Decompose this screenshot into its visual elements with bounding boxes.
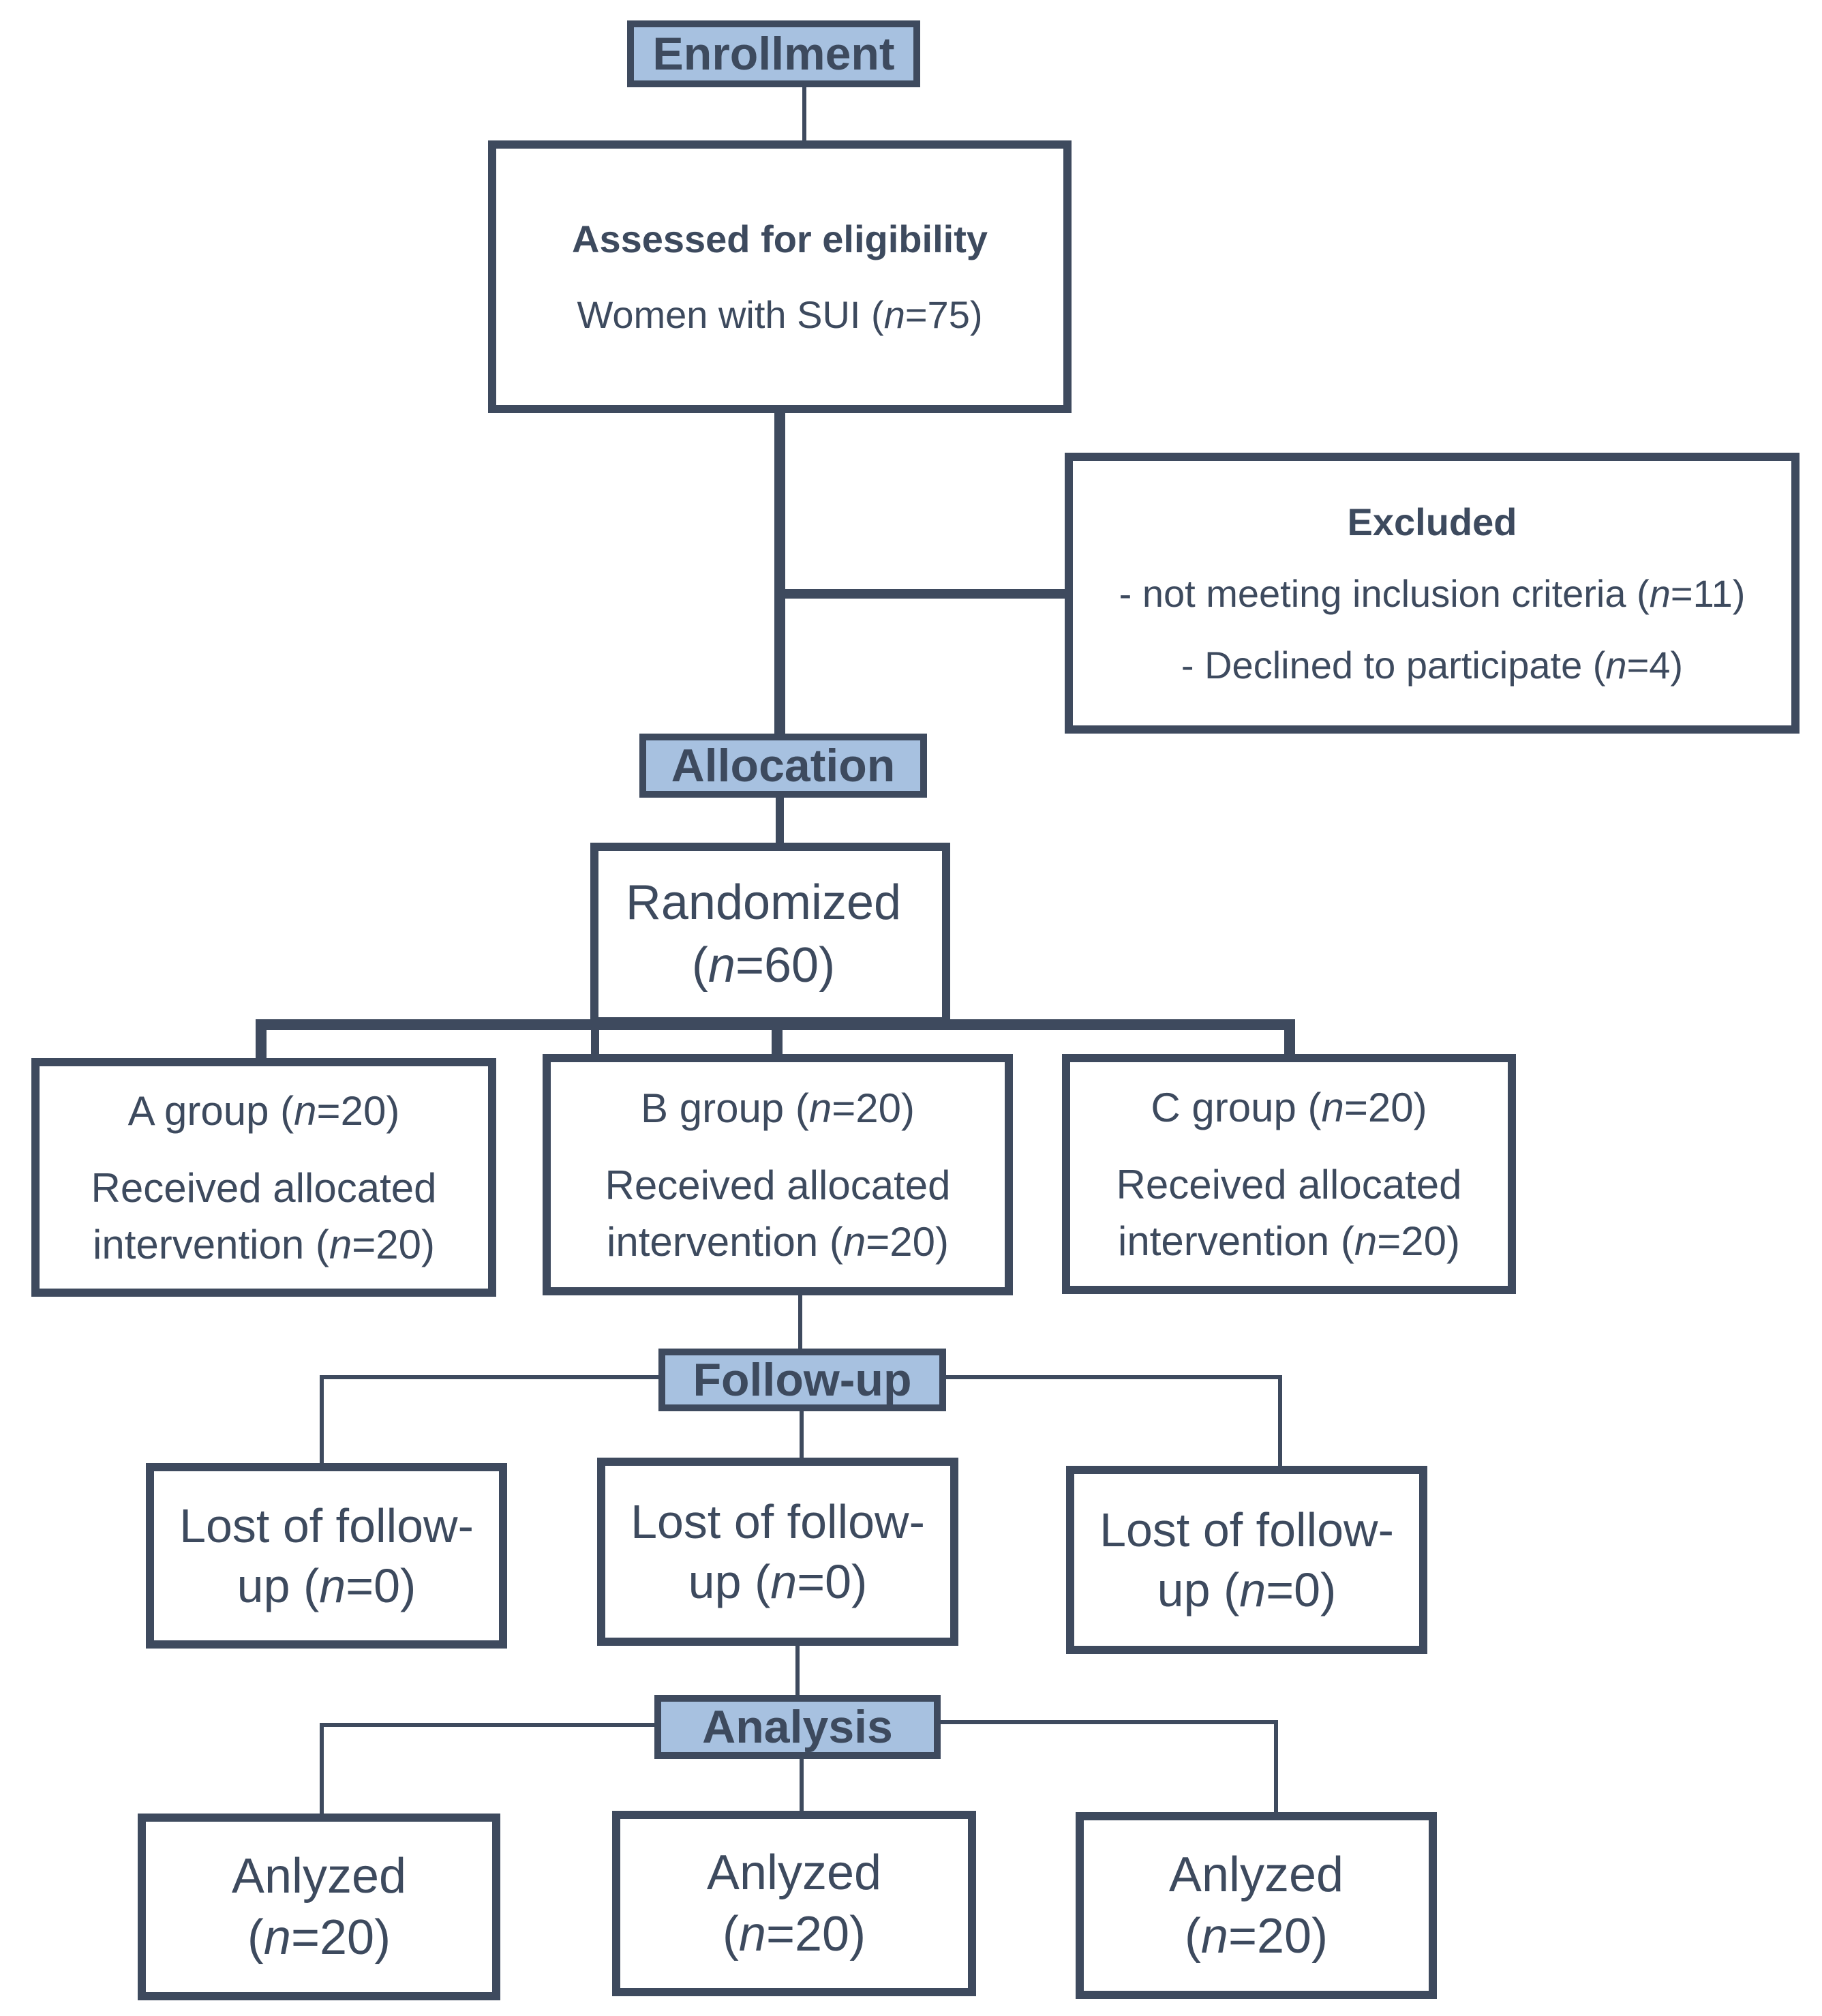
group-b-received: Received allocated bbox=[605, 1162, 951, 1208]
group-c-box: C group (n=20) Received allocated interv… bbox=[1062, 1054, 1516, 1294]
group-c-intervention: intervention (n=20) bbox=[1118, 1218, 1460, 1264]
analyzed-a-box: Anlyzed (n=20) bbox=[138, 1814, 500, 2000]
group-c-name: C group (n=20) bbox=[1151, 1084, 1427, 1130]
lost-b-box: Lost of follow- up (n=0) bbox=[597, 1458, 958, 1646]
analyzed-b-box: Anlyzed (n=20) bbox=[612, 1811, 976, 1996]
stage-enrollment: Enrollment bbox=[627, 20, 920, 87]
lost-c-line1: Lost of follow- bbox=[1099, 1503, 1394, 1556]
group-a-name: A group (n=20) bbox=[127, 1087, 400, 1134]
lost-b-line1: Lost of follow- bbox=[631, 1495, 925, 1548]
lost-a-box: Lost of follow- up (n=0) bbox=[146, 1463, 507, 1649]
excluded-item-declined: - Declined to participate (n=4) bbox=[1181, 643, 1684, 687]
randomized-box: Randomized (n=60) bbox=[590, 843, 950, 1025]
analyzed-a-count: (n=20) bbox=[247, 1910, 391, 1965]
assessed-box: Assessed for eligibility Women with SUI … bbox=[488, 140, 1072, 413]
group-a-intervention: intervention (n=20) bbox=[93, 1221, 435, 1267]
stage-analysis-label: Analysis bbox=[702, 1701, 893, 1753]
group-b-box: B group (n=20) Received allocated interv… bbox=[543, 1054, 1013, 1295]
stage-allocation: Allocation bbox=[639, 734, 927, 798]
analyzed-b-count: (n=20) bbox=[722, 1907, 866, 1961]
excluded-item-inclusion: - not meeting inclusion criteria (n=11) bbox=[1119, 571, 1746, 615]
group-b-intervention: intervention (n=20) bbox=[607, 1218, 949, 1265]
lost-b-line2: up (n=0) bbox=[688, 1555, 868, 1608]
group-a-received: Received allocated bbox=[91, 1164, 437, 1211]
analyzed-c-box: Anlyzed (n=20) bbox=[1076, 1812, 1437, 1999]
group-a-box: A group (n=20) Received allocated interv… bbox=[31, 1058, 496, 1297]
excluded-title: Excluded bbox=[1347, 500, 1517, 543]
stage-analysis: Analysis bbox=[654, 1695, 941, 1759]
group-b-name: B group (n=20) bbox=[641, 1085, 915, 1131]
lost-c-box: Lost of follow- up (n=0) bbox=[1066, 1466, 1427, 1654]
randomized-count: (n=60) bbox=[691, 938, 836, 993]
analyzed-c-label: Anlyzed bbox=[1168, 1848, 1344, 1902]
lost-c-line2: up (n=0) bbox=[1157, 1563, 1337, 1616]
assessed-count: Women with SUI (n=75) bbox=[577, 293, 983, 336]
stage-followup: Follow-up bbox=[658, 1349, 946, 1411]
stage-followup-label: Follow-up bbox=[693, 1354, 912, 1406]
lost-a-line1: Lost of follow- bbox=[179, 1499, 474, 1552]
stage-enrollment-label: Enrollment bbox=[652, 28, 895, 80]
assessed-title: Assessed for eligibility bbox=[572, 217, 988, 260]
excluded-box: Excluded - not meeting inclusion criteri… bbox=[1065, 453, 1800, 734]
randomized-label: Randomized bbox=[625, 875, 902, 930]
group-c-received: Received allocated bbox=[1116, 1161, 1462, 1207]
analyzed-a-label: Anlyzed bbox=[231, 1849, 407, 1904]
stage-allocation-label: Allocation bbox=[671, 740, 896, 792]
analyzed-c-count: (n=20) bbox=[1184, 1909, 1328, 1964]
analyzed-b-label: Anlyzed bbox=[706, 1846, 882, 1900]
lost-a-line2: up (n=0) bbox=[237, 1559, 416, 1612]
